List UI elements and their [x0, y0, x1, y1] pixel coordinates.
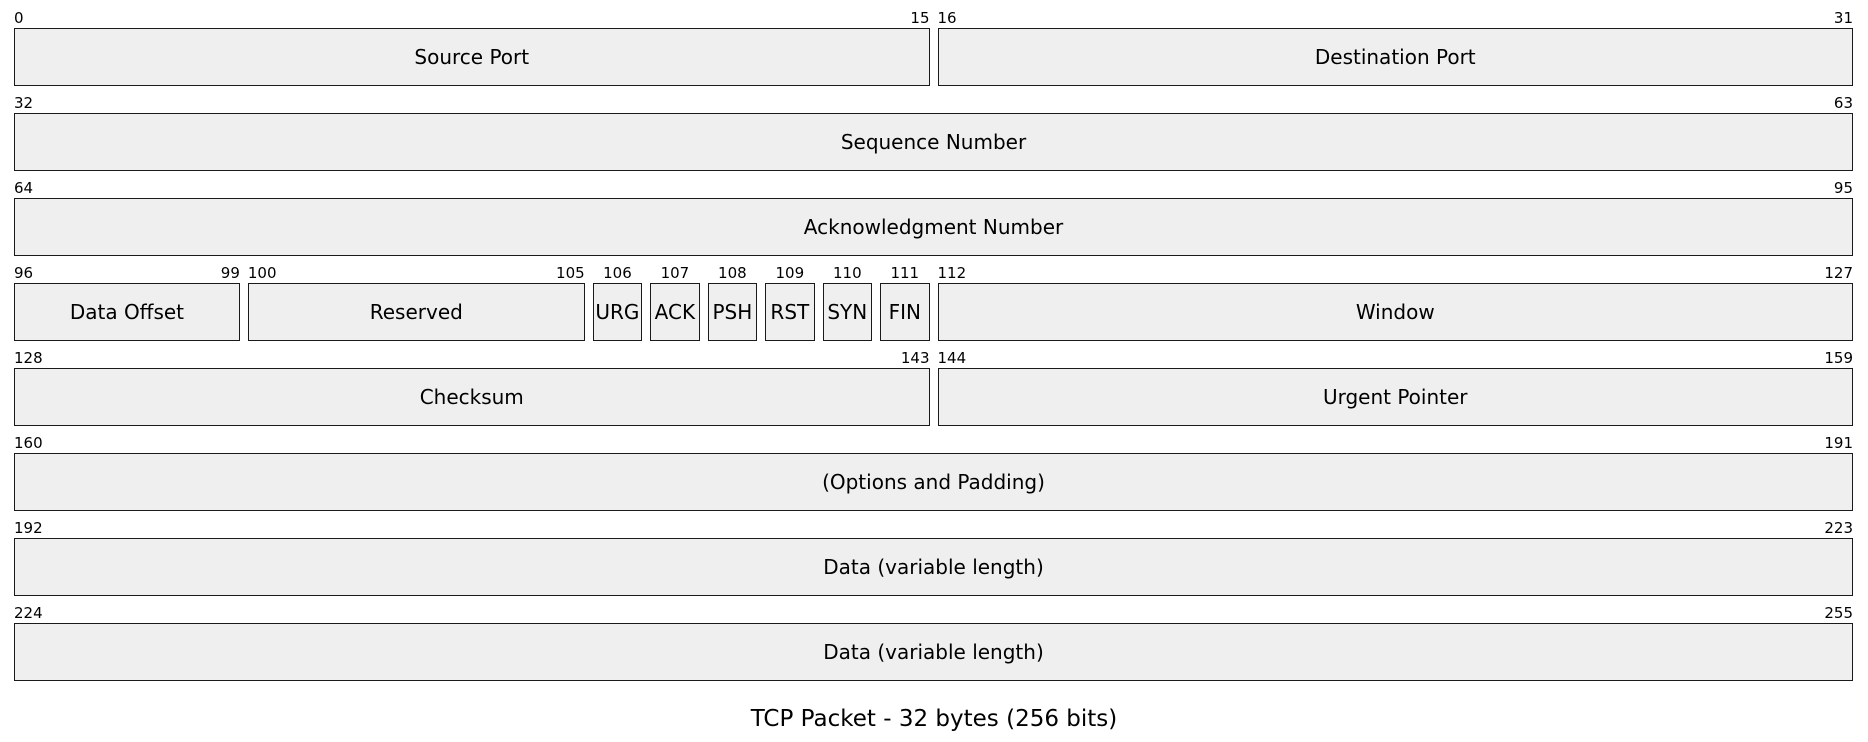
- diagram-caption: TCP Packet - 32 bytes (256 bits): [750, 706, 1118, 732]
- bit-end-label: 127: [1824, 264, 1853, 282]
- bit-start-label: 100: [247, 264, 277, 282]
- bit-number-label: 106: [603, 264, 632, 282]
- bit-end-label: 223: [1824, 519, 1853, 537]
- bit-end-label: 99: [220, 264, 240, 282]
- bit-start-label: 192: [14, 519, 43, 537]
- bit-end-label: 191: [1824, 434, 1853, 452]
- field-syn: SYN: [822, 283, 873, 341]
- bit-start-label: 16: [937, 9, 957, 27]
- bit-number-label: 108: [718, 264, 747, 282]
- bit-number-label: 107: [660, 264, 690, 282]
- bit-number-label: 110: [832, 264, 862, 282]
- bit-end-label: 63: [1833, 94, 1853, 112]
- bit-end-label: 143: [900, 349, 930, 367]
- bit-end-label: 95: [1833, 179, 1853, 197]
- field-data-variable-length: Data (variable length): [14, 538, 1853, 596]
- field-acknowledgment-number: Acknowledgment Number: [14, 198, 1853, 256]
- bit-number-label: 111: [890, 264, 920, 282]
- bit-start-label: 96: [14, 264, 34, 282]
- field-data-variable-length: Data (variable length): [14, 623, 1853, 681]
- field-source-port: Source Port: [14, 28, 930, 86]
- bit-end-label: 159: [1824, 349, 1853, 367]
- bit-start-label: 144: [937, 349, 967, 367]
- field-sequence-number: Sequence Number: [14, 113, 1853, 171]
- bit-start-label: 128: [14, 349, 43, 367]
- bit-end-label: 15: [910, 9, 930, 27]
- field-options-and-padding: (Options and Padding): [14, 453, 1853, 511]
- bit-start-label: 64: [14, 179, 34, 197]
- bit-end-label: 105: [556, 264, 585, 282]
- field-rst: RST: [765, 283, 815, 341]
- bit-start-label: 224: [14, 604, 43, 622]
- field-data-offset: Data Offset: [14, 283, 240, 341]
- field-checksum: Checksum: [14, 368, 930, 426]
- field-urgent-pointer: Urgent Pointer: [937, 368, 1853, 426]
- bit-start-label: 32: [14, 94, 34, 112]
- field-ack: ACK: [650, 283, 700, 341]
- bit-number-label: 109: [775, 264, 805, 282]
- field-reserved: Reserved: [247, 283, 585, 341]
- bit-start-label: 160: [14, 434, 43, 452]
- bit-start-label: 112: [937, 264, 967, 282]
- bit-end-label: 31: [1833, 9, 1853, 27]
- field-window: Window: [937, 283, 1853, 341]
- field-psh: PSH: [707, 283, 758, 341]
- field-urg: URG: [592, 283, 643, 341]
- bit-end-label: 255: [1824, 604, 1853, 622]
- field-destination-port: Destination Port: [937, 28, 1853, 86]
- bit-start-label: 0: [14, 9, 24, 27]
- field-fin: FIN: [880, 283, 930, 341]
